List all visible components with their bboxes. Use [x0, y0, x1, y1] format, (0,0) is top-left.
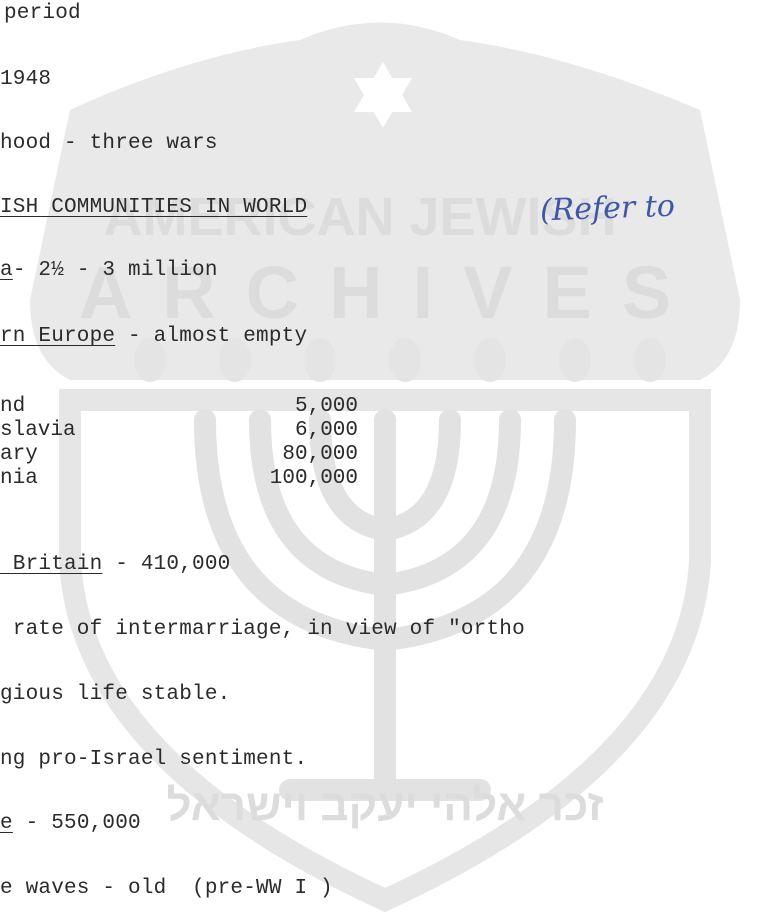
text-line-eastern-europe: rn Europe - almost empty [0, 325, 307, 349]
seal-drops-row [134, 338, 666, 382]
country-name: nia [0, 467, 38, 490]
text-line-1948: 1948 [0, 68, 52, 91]
star-of-david-icon [354, 62, 412, 128]
population-text: - 2½ - 3 million [12, 259, 218, 282]
text-line-america-population: a- 2½ - 3 million [0, 259, 218, 283]
handwritten-note: (Refer to [539, 188, 676, 229]
region-status-text: - almost empty [115, 325, 308, 348]
text-line-religious-life: gious life stable. [0, 683, 231, 706]
table-row: nd 5,000 [0, 395, 420, 419]
text-line-great-britain: Britain - 410,000 [0, 553, 230, 577]
seal-title-line1: AMERICAN JEWISH [103, 187, 616, 247]
section-heading-jewish-communities: ISH COMMUNITIES IN WORLD [0, 196, 308, 219]
country-name: nd [0, 395, 26, 418]
table-row: nia 100,000 [0, 467, 420, 491]
text-line-waves: e waves - old (pre-WW I ) [0, 877, 333, 900]
population-value: 6,000 [294, 419, 358, 442]
place-name-underlined: rn Europe [0, 325, 116, 348]
country-name: slavia [0, 419, 76, 442]
place-name-underlined: a [0, 259, 13, 282]
place-name-underlined: e [0, 812, 13, 835]
text-line-pro-israel: ng pro-Israel sentiment. [0, 748, 308, 771]
text-line-france: e - 550,000 [0, 812, 141, 836]
menorah-icon [194, 409, 576, 801]
population-value: 100,000 [269, 467, 358, 490]
country-name: ary [0, 443, 38, 466]
country-population-table: nd 5,000 slavia 6,000 ary 80,000 nia 100… [0, 395, 420, 515]
text-line-intermarriage: rate of intermarriage, in view of "ortho [0, 618, 525, 641]
seal-shield-shape [59, 389, 711, 913]
population-value: 80,000 [282, 443, 358, 466]
table-row: ary 80,000 [0, 443, 420, 467]
table-row: slavia 6,000 [0, 419, 420, 443]
text-line-period: period [4, 2, 81, 25]
seal-hebrew-motto: זכר אלהי יעקב וישראל [166, 781, 603, 830]
seal-title-line2: ARCHIVES [79, 251, 701, 334]
population-value: 5,000 [294, 395, 358, 418]
text-line-three-wars: hood - three wars [0, 132, 218, 155]
seal-crown-shape [30, 22, 740, 380]
place-name-underlined: Britain [0, 553, 103, 576]
population-text: - 550,000 [12, 812, 141, 835]
population-text: - 410,000 [102, 553, 231, 576]
